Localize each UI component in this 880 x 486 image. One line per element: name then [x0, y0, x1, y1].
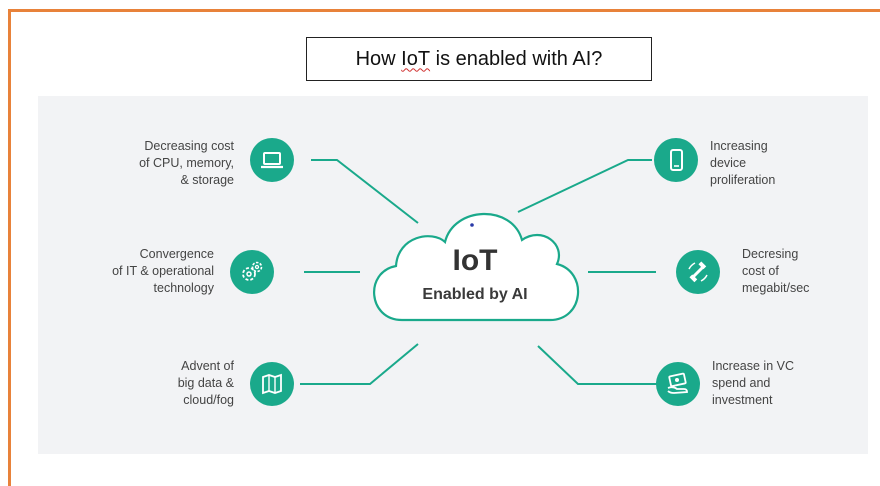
factor-circle-big-data — [250, 362, 294, 406]
frame-top-border — [8, 9, 880, 12]
factor-label-devices: Increasing device proliferation — [710, 139, 776, 187]
factor-circle-megabit — [676, 250, 720, 294]
factor-label-vc: Increase in VC spend and investment — [712, 359, 794, 407]
title-suffix: is enabled with AI? — [430, 47, 603, 70]
connector-line-6 — [537, 345, 658, 385]
satellite-icon — [688, 261, 708, 283]
cloud-subtitle: Enabled by AI — [422, 286, 528, 303]
factor-label-big-data: Advent of big data & cloud/fog — [177, 359, 234, 407]
title-iot-word: IoT — [401, 47, 431, 70]
page-title: How IoT is enabled with AI? — [306, 37, 652, 81]
factor-circle-vc — [656, 362, 700, 406]
frame-left-border — [8, 9, 11, 486]
cloud-outline — [373, 212, 580, 322]
phone-icon — [670, 149, 683, 171]
connector-line-4 — [517, 159, 652, 213]
connector-line-1 — [311, 159, 419, 224]
factor-label-convergence: Convergence of IT & operational technolo… — [112, 247, 214, 295]
gears-icon — [242, 261, 263, 281]
connector-line-3 — [300, 343, 419, 385]
title-prefix: How — [355, 47, 402, 70]
cloud-title: IoT — [452, 244, 498, 277]
factor-label-megabit: Decresing cost of megabit/sec — [742, 247, 810, 295]
laptop-icon — [261, 152, 283, 169]
factor-circle-convergence — [230, 250, 274, 294]
cloud-dot — [470, 223, 474, 227]
money-hand-icon — [667, 372, 688, 394]
data-map-icon — [262, 373, 282, 395]
factor-label-cpu-cost: Decreasing cost of CPU, memory, & storag… — [139, 139, 234, 187]
factor-circle-devices — [654, 138, 698, 182]
factor-circle-cpu-cost — [250, 138, 294, 182]
